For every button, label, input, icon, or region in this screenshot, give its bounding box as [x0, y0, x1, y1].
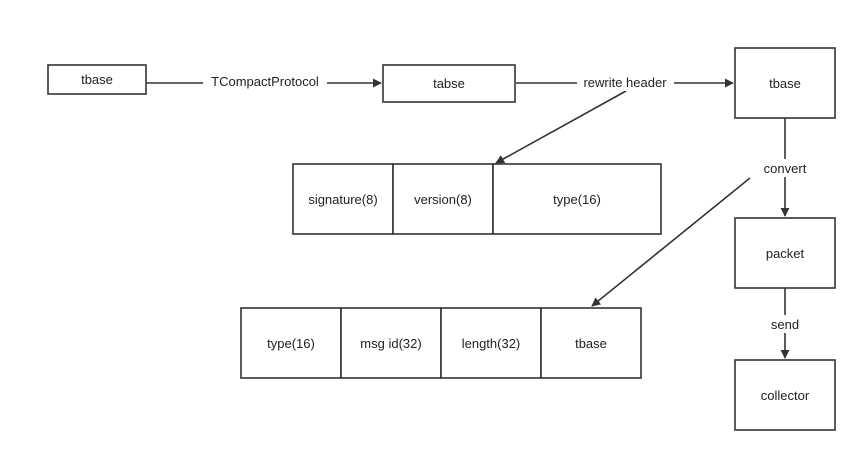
edge-label-tcompact: TCompactProtocol [211, 74, 319, 89]
edge-label-convert: convert [764, 161, 807, 176]
packet-field-box [240, 307, 342, 379]
packet-field-box [540, 307, 642, 379]
node-tabse: tabse [382, 64, 516, 103]
packet-field-box [340, 307, 442, 379]
header-field-box [492, 163, 662, 235]
node-packet: packet [734, 217, 836, 289]
node-tabse-label: tabse [433, 76, 465, 91]
packet-struct: type(16) msg id(32) length(32) tbase [240, 307, 642, 379]
packet-field-length: length(32) [462, 336, 521, 351]
packet-field-tbase: tbase [575, 336, 607, 351]
node-tbase-left-label: tbase [81, 72, 113, 87]
edge-label-rewrite-header: rewrite header [583, 75, 667, 90]
node-collector: collector [734, 359, 836, 431]
node-tbase-right: tbase [734, 47, 836, 119]
node-tbase-left: tbase [47, 64, 147, 95]
node-tbase-right-label: tbase [769, 76, 801, 91]
node-packet-label: packet [766, 246, 805, 261]
edge-header-pointer [495, 90, 627, 164]
header-struct: signature(8) version(8) type(16) [292, 163, 662, 235]
packet-field-msg-id: msg id(32) [360, 336, 421, 351]
header-field-signature: signature(8) [308, 192, 377, 207]
header-field-type: type(16) [553, 192, 601, 207]
node-collector-label: collector [761, 388, 810, 403]
header-field-version: version(8) [414, 192, 472, 207]
packet-field-box [440, 307, 542, 379]
edge-packet-pointer [591, 177, 751, 307]
packet-field-type: type(16) [267, 336, 315, 351]
header-field-box [292, 163, 394, 235]
edge-label-send: send [771, 317, 799, 332]
